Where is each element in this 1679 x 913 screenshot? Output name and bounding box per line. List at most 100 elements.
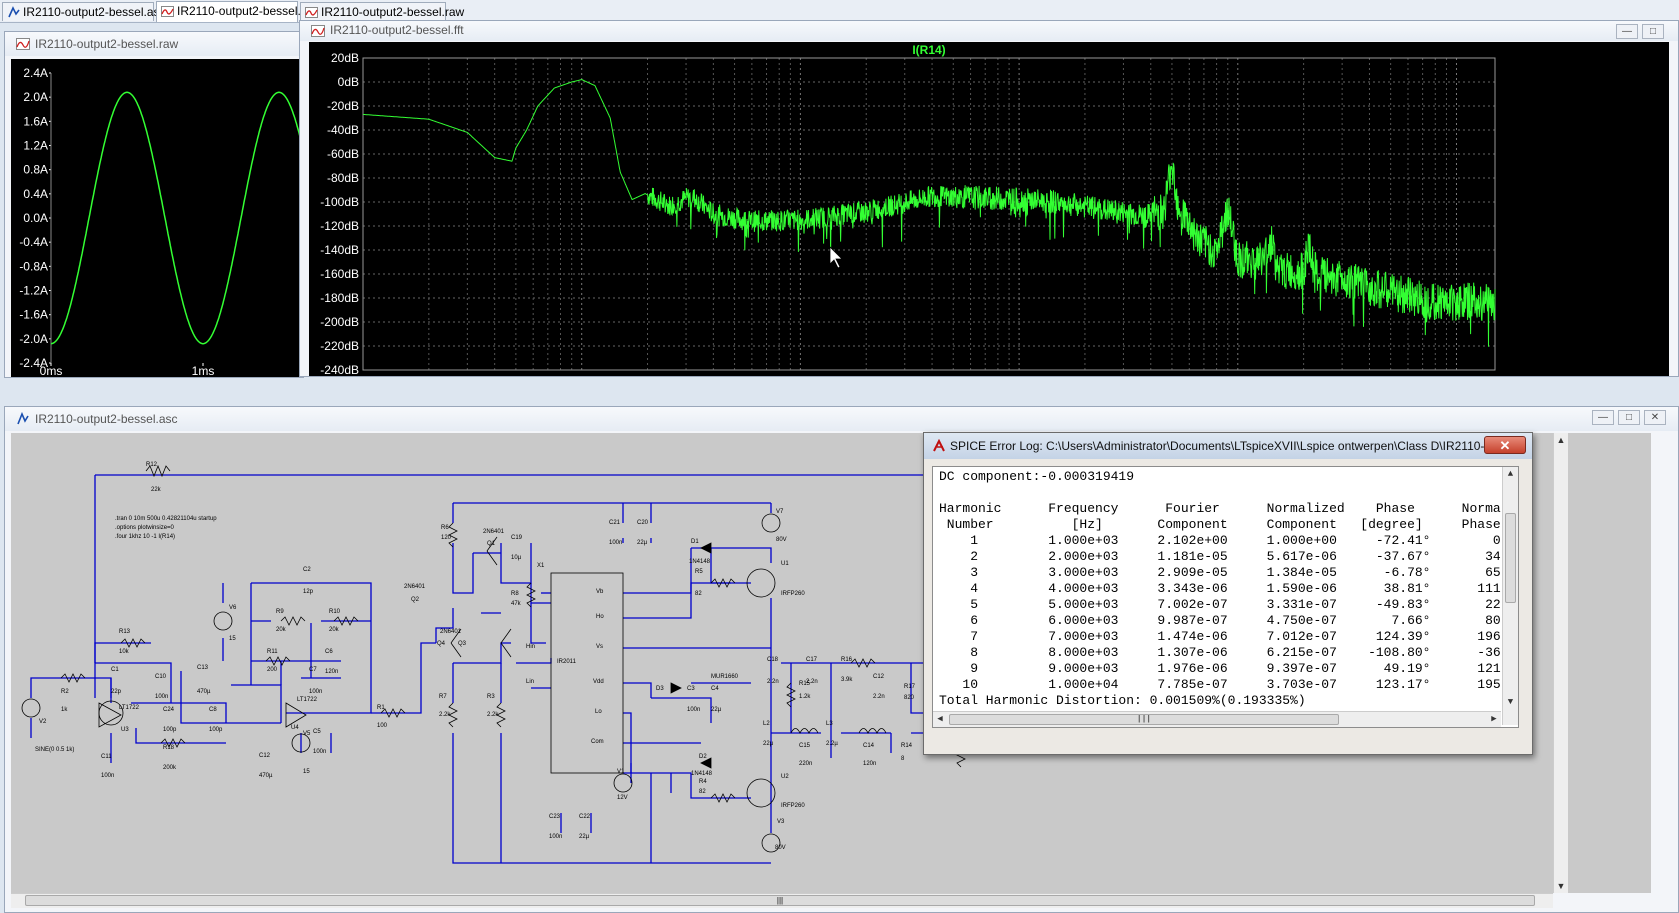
maximize-button[interactable]: □: [1642, 24, 1664, 39]
y-tick-label: 0dB: [338, 75, 359, 89]
component-label: 100n: [155, 694, 168, 700]
component-label: Hin: [526, 644, 535, 650]
component-label: Q2: [411, 597, 420, 603]
schematic-icon: [17, 412, 29, 425]
component-label: 2N6401: [483, 529, 505, 535]
scrollbar-thumb[interactable]: |||: [25, 895, 1535, 906]
component-label: C13: [197, 665, 209, 671]
window-title-bar[interactable]: IR2110-output2-bessel.fft — □: [300, 21, 1678, 41]
component-label: 12V: [617, 795, 628, 801]
component-label: 100n: [309, 689, 322, 695]
component-label: R2: [61, 689, 69, 695]
component-label: Q3: [458, 641, 467, 647]
y-tick-label: -40dB: [327, 123, 359, 137]
minimize-button[interactable]: —: [1592, 410, 1614, 425]
waveform-icon: [16, 38, 30, 50]
y-tick-label: -120dB: [320, 219, 359, 233]
tab-schematic[interactable]: IR2110-output2-bessel.asc: [2, 2, 166, 21]
scrollbar-thumb[interactable]: |||: [949, 714, 1339, 725]
component-label: R12: [146, 462, 158, 468]
schematic-directives: .tran 0 10m 500u 0.42821104u startup .op…: [115, 516, 217, 540]
component-label: D1: [691, 539, 699, 545]
ltspice-logo-icon: [933, 439, 945, 452]
component-label: 1k: [61, 707, 68, 713]
component-label: C15: [799, 743, 811, 749]
y-tick-label: -20dB: [327, 99, 359, 113]
component-label: R9: [276, 609, 284, 615]
component-label: C21: [609, 520, 621, 526]
close-button[interactable]: ✕: [1644, 410, 1666, 425]
window-title-bar[interactable]: IR2110-output2-bessel.raw: [5, 32, 303, 56]
component-label: 12p: [303, 589, 314, 595]
component-label: 470µ: [197, 689, 211, 695]
component-label: 100n: [313, 749, 326, 755]
window-title-bar[interactable]: IR2110-output2-bessel.asc — □ ✕: [5, 407, 1678, 431]
component-label: C7: [309, 667, 317, 673]
y-tick-label: -60dB: [327, 147, 359, 161]
component-label: C17: [806, 657, 818, 663]
scroll-down-arrow[interactable]: ▼: [1556, 881, 1566, 891]
component-label: C18: [767, 657, 779, 663]
directive-text: .tran 0 10m 500u 0.42821104u startup: [115, 516, 217, 522]
component-label: R17: [904, 684, 916, 690]
y-tick-label: 2.4A: [23, 66, 48, 80]
component-label: 82: [695, 591, 702, 597]
x-tick-label: 1KHz: [567, 374, 596, 376]
harmonic-row: 3 3.000e+03 2.909e-05 1.384e-05 -6.78° 6…: [939, 565, 1519, 580]
log-text-area[interactable]: DC component:-0.000319419 Harmonic Frequ…: [932, 466, 1519, 728]
scroll-left-arrow[interactable]: ◀: [937, 714, 943, 724]
component-label: L3: [826, 721, 833, 727]
component-label: 22µ: [763, 741, 774, 747]
y-tick-label: -160dB: [320, 267, 359, 281]
component-label: LT1722: [119, 705, 140, 711]
component-label: C1: [111, 667, 119, 673]
scroll-up-arrow[interactable]: ▲: [1556, 435, 1566, 445]
tab-fft[interactable]: IR2110-output2-bessel.fft: [156, 1, 311, 22]
dialog-title-bar[interactable]: SPICE Error Log: C:\Users\Administrator\…: [924, 433, 1532, 459]
scroll-right-arrow[interactable]: ▶: [1491, 714, 1497, 724]
component-label: 2.2k: [487, 712, 499, 718]
component-label: R18: [163, 745, 175, 751]
y-tick-label: -1.6A: [19, 308, 48, 322]
component-label: 80V: [776, 537, 787, 543]
horizontal-scrollbar[interactable]: ◀ ||| ▶: [933, 711, 1501, 727]
component-label: V5: [303, 731, 311, 737]
component-label: R3: [487, 694, 495, 700]
tab-raw[interactable]: IR2110-output2-bessel.raw: [300, 2, 464, 21]
component-label: V1: [617, 769, 625, 775]
component-label: 22µ: [711, 707, 722, 713]
x-tick-label: 10KHz: [782, 374, 818, 376]
minimize-button[interactable]: —: [1616, 24, 1638, 39]
component-label: 22p: [111, 689, 122, 695]
component-label: L2: [763, 721, 770, 727]
harmonic-row: 2 2.000e+03 1.181e-05 5.617e-06 -37.67° …: [939, 549, 1519, 564]
horizontal-scrollbar[interactable]: |||: [11, 893, 1553, 908]
y-tick-label: -140dB: [320, 243, 359, 257]
component-label: C11: [101, 754, 112, 760]
scrollbar-thumb[interactable]: [1505, 513, 1516, 603]
time-chart: 2.4A2.0A1.6A1.2A0.8A0.4A0.0A-0.4A-0.8A-1…: [19, 66, 302, 377]
component-label: C22: [579, 814, 591, 820]
mouse-cursor-icon: [829, 246, 843, 269]
vertical-scrollbar[interactable]: ▲ ▼: [1502, 467, 1518, 725]
close-button[interactable]: ✕: [1484, 436, 1526, 454]
component-label: 10µ: [511, 555, 522, 561]
x-tick-label: 0ms: [40, 364, 63, 377]
spice-error-log-dialog[interactable]: SPICE Error Log: C:\Users\Administrator\…: [923, 432, 1533, 755]
maximize-button[interactable]: □: [1618, 410, 1640, 425]
vertical-scrollbar[interactable]: ▲ ▼: [1553, 433, 1568, 893]
scroll-up-arrow[interactable]: ▲: [1507, 469, 1514, 479]
scroll-down-arrow[interactable]: ▼: [1507, 697, 1514, 707]
component-label: 120n: [863, 761, 876, 767]
component-label: R6: [441, 525, 449, 531]
harmonic-row: 8 8.000e+03 1.307e-06 6.215e-07 -108.80°…: [939, 645, 1519, 660]
window-title: IR2110-output2-bessel.asc: [35, 412, 178, 426]
component-label: 2.2µ: [826, 741, 838, 747]
harmonic-row: 6 6.000e+03 9.987e-07 4.750e-07 7.66° 80…: [939, 613, 1519, 628]
component-label: 1N4148: [689, 559, 711, 565]
window-title: IR2110-output2-bessel.raw: [35, 37, 179, 51]
